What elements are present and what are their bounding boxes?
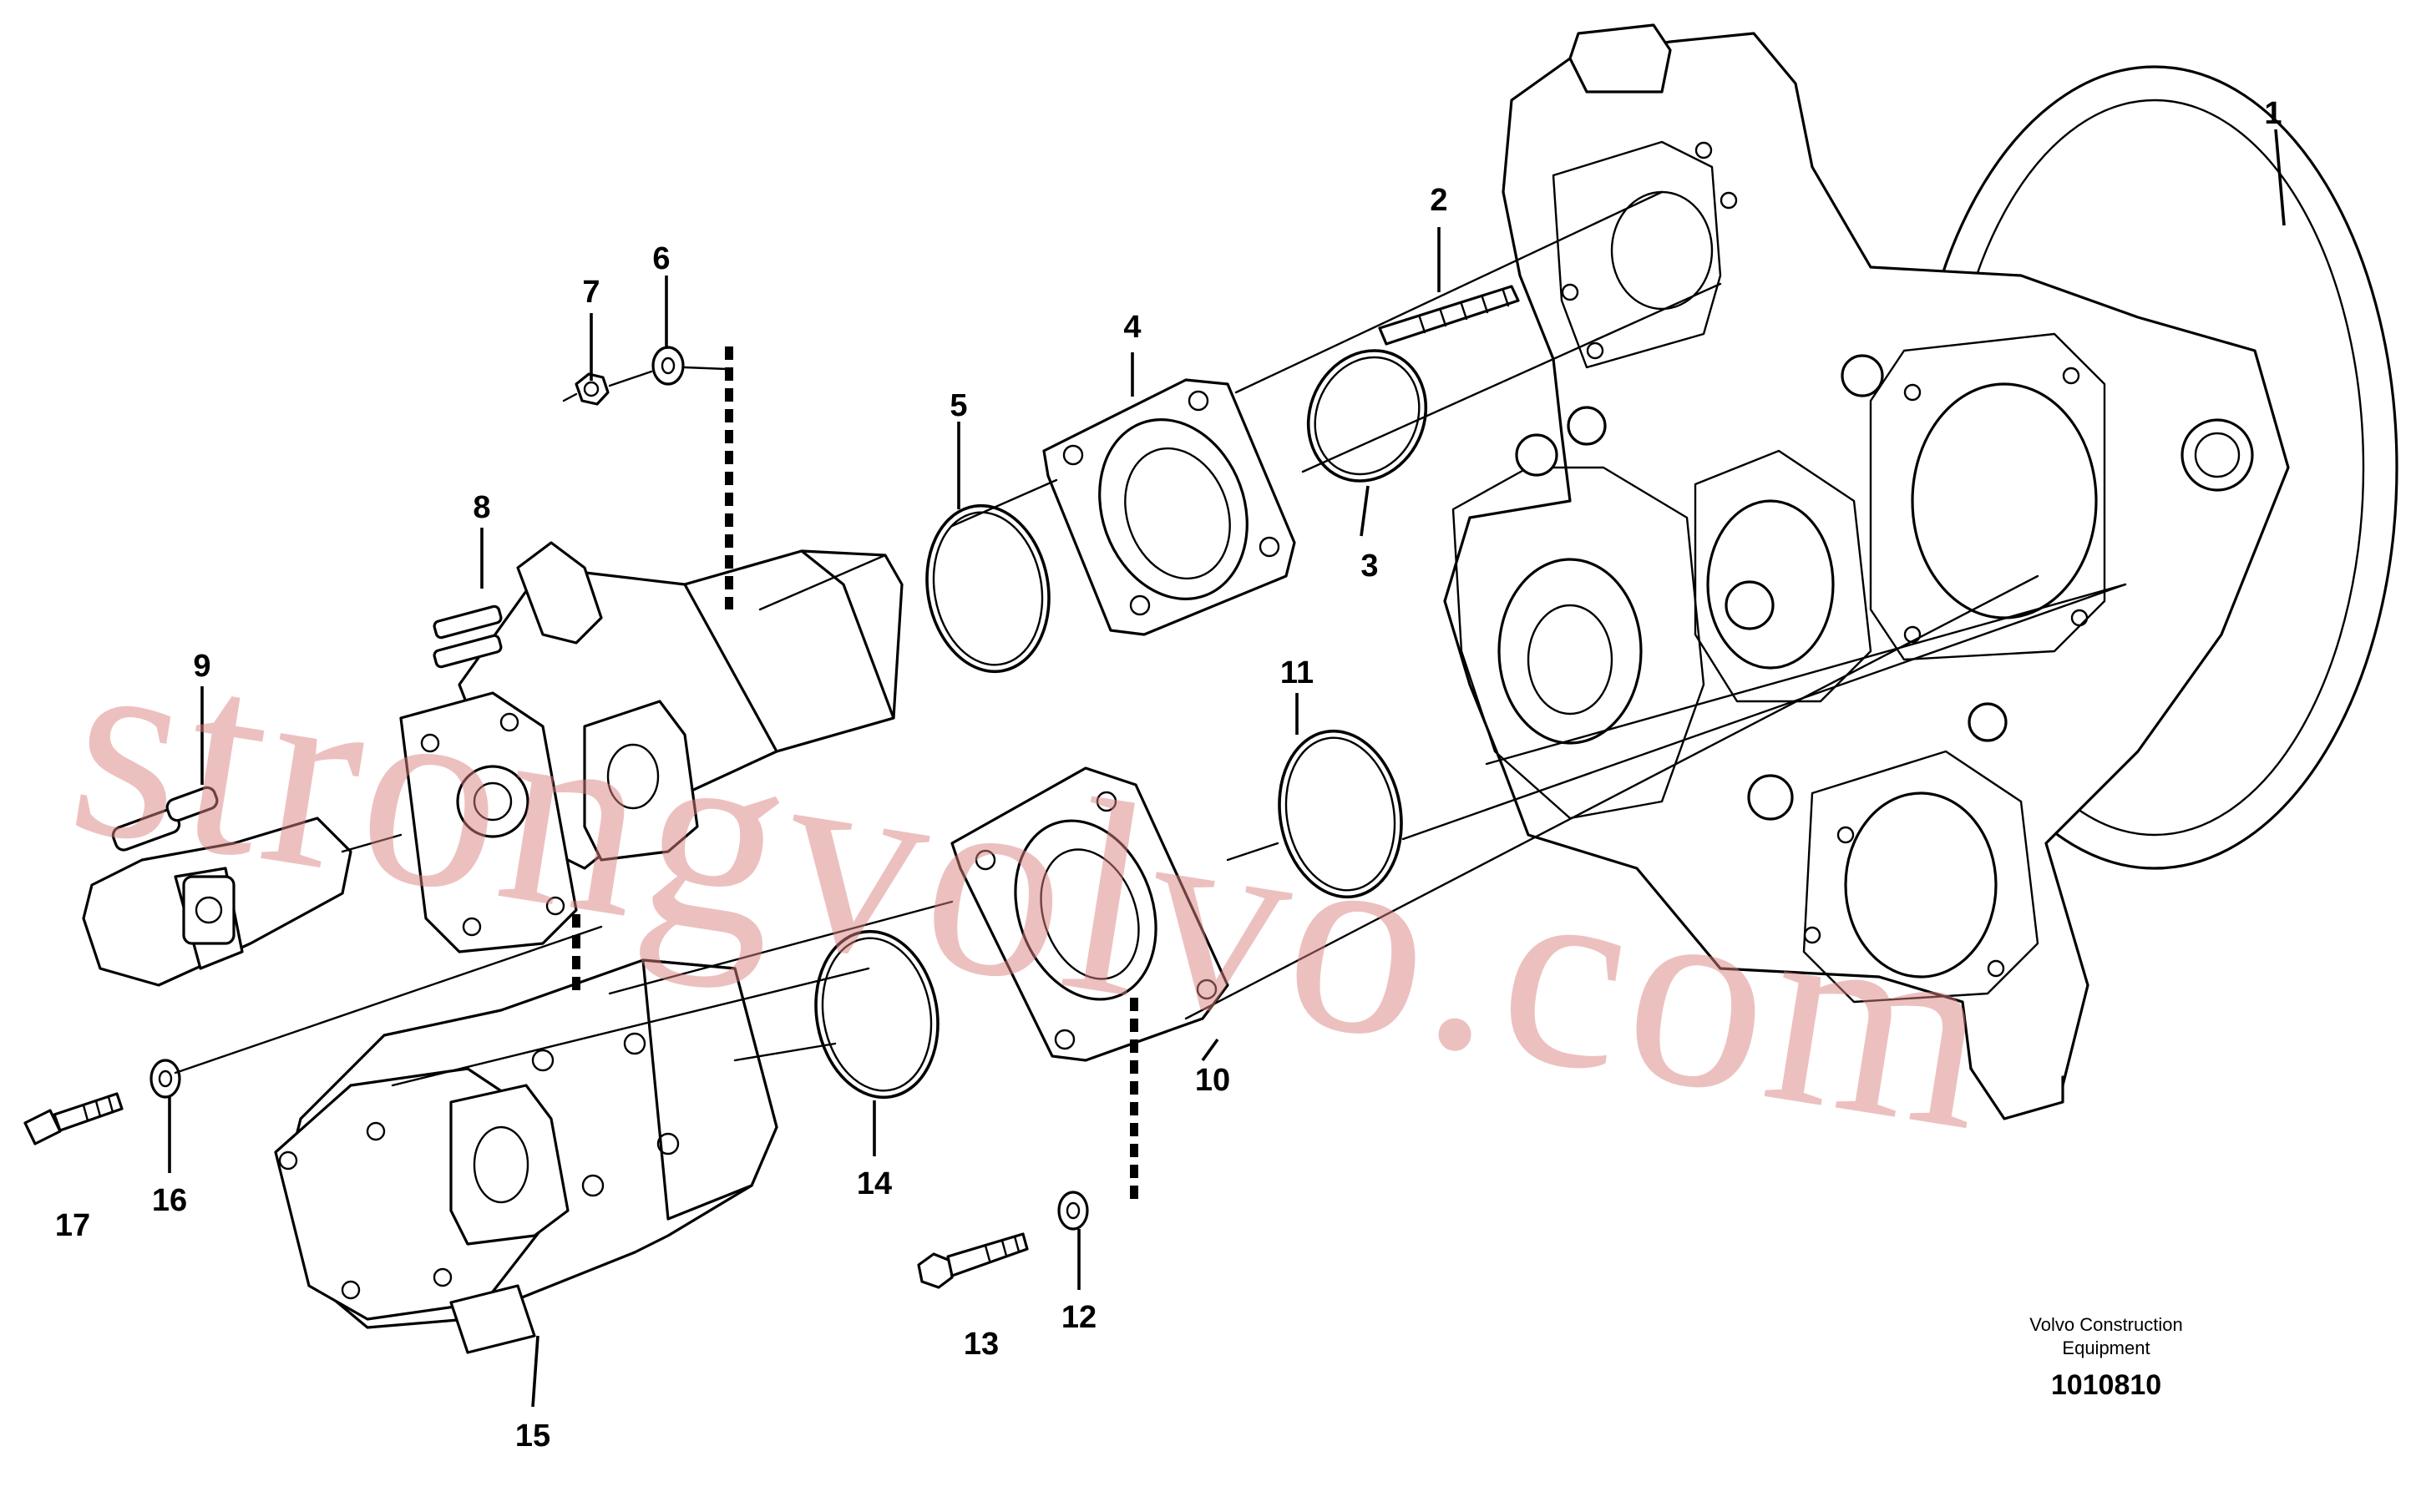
callout-leaders [168,129,2286,1408]
bolt-lower [917,1232,1029,1289]
drawing-number: 1010810 [2051,1369,2161,1401]
callout-4: 4 [1123,310,1141,345]
o-ring-lower-right [1278,729,1403,899]
dashed-installation-lines [572,346,1138,1202]
callout-numbers: 1 2 3 4 5 6 7 8 9 10 11 12 13 14 15 16 1… [55,96,2282,1454]
callout-2: 2 [1430,183,1447,218]
callout-14: 14 [857,1166,892,1201]
stud [1378,285,1520,346]
callout-10: 10 [1195,1063,1230,1098]
adapter-flange-upper [1042,378,1296,636]
drawing-footer: Volvo Construction Equipment 1010810 [2029,1314,2182,1401]
publisher-line-2: Equipment [2062,1338,2150,1358]
callout-3: 3 [1360,549,1378,584]
callout-15: 15 [515,1418,550,1454]
o-ring-lower-left [814,929,940,1100]
o-ring-upper [1306,349,1428,483]
washer-left [149,1059,181,1099]
assembly-axis-lines [174,190,2127,1087]
callout-8: 8 [473,490,490,525]
adapter-flange-lower [950,766,1229,1062]
cap-screw-left [23,1092,124,1145]
callout-9: 9 [193,649,210,684]
pump-drive-housing [1443,23,2398,1120]
callout-12: 12 [1061,1300,1097,1335]
hydraulic-pump-upper [399,541,904,953]
callout-13: 13 [964,1327,999,1362]
washer-upper [651,346,685,386]
callout-7: 7 [582,275,600,310]
callout-6: 6 [652,241,670,276]
callout-11: 11 [1280,655,1314,690]
callout-17: 17 [55,1208,90,1243]
o-ring-upper-left [925,503,1051,674]
hydraulic-pump-lower [274,958,778,1354]
callout-5: 5 [950,388,967,423]
callout-16: 16 [152,1183,187,1218]
callout-1: 1 [2264,96,2282,131]
nut-upper [562,372,610,406]
washer-lower [1057,1191,1089,1231]
small-pump [82,786,352,987]
publisher-line-1: Volvo Construction [2029,1314,2182,1335]
